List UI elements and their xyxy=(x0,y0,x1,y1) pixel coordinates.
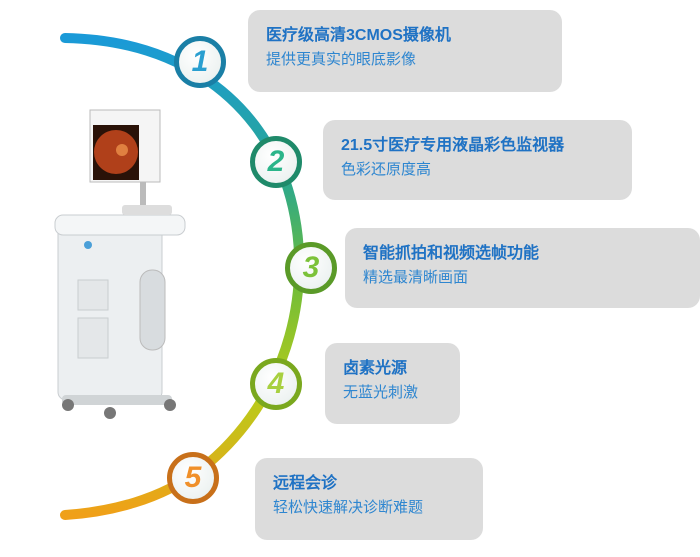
feature-title: 远程会诊 xyxy=(273,475,338,492)
feature-card-camera: 医疗级高清3CMOS摄像机 提供更真实的眼底影像 xyxy=(248,10,562,92)
step-2-badge: 2 xyxy=(250,136,302,188)
step-3-badge: 3 xyxy=(285,242,337,294)
feature-subtitle: 无蓝光刺激 xyxy=(343,384,419,401)
feature-subtitle: 色彩还原度高 xyxy=(341,161,432,178)
feature-card-monitor: 21.5寸医疗专用液晶彩色监视器 色彩还原度高 xyxy=(323,120,632,200)
feature-title: 21.5寸医疗专用液晶彩色监视器 xyxy=(341,137,565,154)
step-1-badge: 1 xyxy=(174,36,226,88)
feature-subtitle: 精选最清晰画面 xyxy=(363,269,469,286)
feature-card-light-source: 卤素光源 无蓝光刺激 xyxy=(325,343,460,424)
feature-card-remote-consultation: 远程会诊 轻松快速解决诊断难题 xyxy=(255,458,483,540)
feature-card-capture: 智能抓拍和视频选帧功能 精选最清晰画面 xyxy=(345,228,700,308)
feature-subtitle: 提供更真实的眼底影像 xyxy=(266,51,417,68)
fundus-camera-cart-illustration xyxy=(54,109,186,419)
feature-title: 医疗级高清3CMOS摄像机 xyxy=(266,27,451,44)
feature-subtitle: 轻松快速解决诊断难题 xyxy=(273,499,424,516)
step-5-badge: 5 xyxy=(167,452,219,504)
feature-title: 卤素光源 xyxy=(343,360,408,377)
feature-title: 智能抓拍和视频选帧功能 xyxy=(363,245,540,262)
step-4-badge: 4 xyxy=(250,358,302,410)
